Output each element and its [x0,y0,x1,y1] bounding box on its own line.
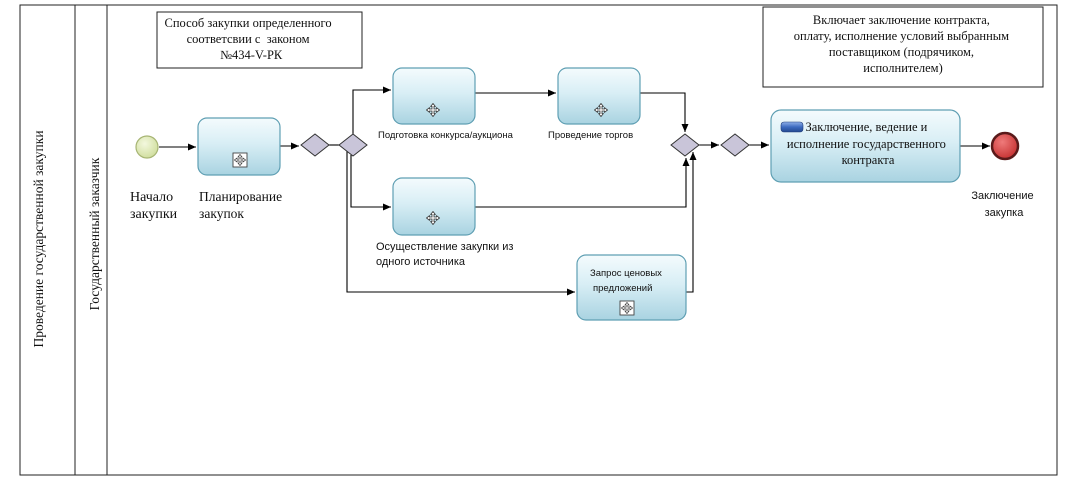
task-box [197,117,281,176]
task-box [576,254,687,321]
label-line: Запрос ценовых [590,268,662,279]
task-label: Запрос ценовых предложений [590,268,665,294]
flow-gateway-2-to-price-request [346,151,575,296]
label-line: одного источника [376,256,466,268]
annotation-line: соответсвии с законом [187,32,310,46]
gateway-2 [338,133,368,157]
annotation-line: №434-V-РК [220,48,283,62]
annotation-line: Способ закупки определенного [165,16,332,30]
label-line: Начало [130,190,173,205]
start-event-label: Начало закупки [130,190,178,222]
label-line: закупки [130,207,178,222]
annotation-line: поставщиком (подрячиком, [829,45,974,59]
end-event: Заключение закупка [971,131,1036,219]
label-line: закупок [199,206,244,221]
annotation-line: исполнителем) [863,61,943,75]
label-line: Заключение, ведение и [806,120,928,134]
start-event-circle [135,135,159,159]
task-label: Осуществление закупки из одного источник… [376,241,516,268]
lane-label: Государственный заказчик [87,157,102,310]
flow-price-request-to-gateway-3 [686,152,697,293]
end-event-label: Заключение закупка [971,190,1036,219]
gateway-1 [300,133,330,157]
label-line: предложений [593,283,652,294]
annotation-text: Способ закупки определенного соответсвии… [0,0,353,62]
flow-gateway-2-to-preparation [352,86,391,134]
annotation-text: Включает заключение контракта, оплату, и… [794,13,1012,75]
label-line: исполнение государственного [787,137,946,151]
task-price-request: Запрос ценовых предложений [576,254,687,321]
task-bidding: Проведение торгов [548,67,641,141]
annotation-line: Включает заключение контракта, [813,13,990,27]
sequence-flows [159,86,990,296]
annotation-box [762,6,1044,88]
annotation-contract-scope: Включает заключение контракта, оплату, и… [762,6,1044,88]
annotation-procurement-method: Способ закупки определенного соответсвии… [0,0,363,69]
flow-gateway-2-to-single-source [350,155,391,211]
task-label: Проведение торгов [548,130,633,141]
label-line: Осуществление закупки из [376,241,513,253]
pool-border [19,4,1058,476]
task-preparation: Подготовка конкурса/аукциона [378,67,514,141]
task-contract: Заключение, ведение и исполнение государ… [770,109,961,183]
task-box [392,67,476,125]
task-label: Заключение, ведение и исполнение государ… [787,120,949,167]
label-line: закупка [985,207,1025,219]
task-label: Подготовка конкурса/аукциона [378,130,514,141]
task-box [770,109,961,183]
task-label: Планирование закупок [199,189,285,221]
end-event-circle [990,131,1020,161]
annotation-line: оплату, исполнение условий выбранным [794,29,1009,43]
gateway-3 [670,133,700,157]
task-planning: Планирование закупок [197,117,285,221]
task-box [557,67,641,125]
task-single-source: Осуществление закупки из одного источник… [376,177,516,268]
blue-bar-icon [780,121,804,133]
label-line: контракта [842,153,895,167]
annotation-box [156,11,363,69]
task-box [392,177,476,236]
flow-single-source-to-gateway-3 [475,158,690,208]
pool: Проведение государственной закупки Госуд… [19,4,1058,476]
gateway-4 [720,133,750,157]
flow-bidding-to-gateway-3 [640,92,689,132]
pool-label: Проведение государственной закупки [31,130,46,347]
start-event: Начало закупки [130,135,178,222]
label-line: Заключение [971,190,1033,202]
label-line: Планирование [199,189,282,204]
